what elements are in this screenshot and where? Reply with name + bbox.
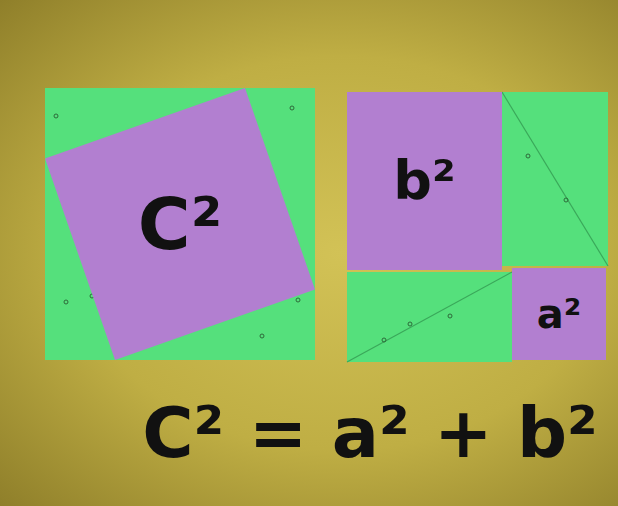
equation: C² = a² + b² [142,398,597,468]
square-area: b² [347,92,502,270]
square-area: a² [512,268,606,360]
area-label: C² [138,188,222,260]
area-label: a² [537,294,582,334]
triangle-diagonal [502,92,608,266]
green-triangles [502,92,608,266]
tilted-square [45,88,315,360]
green-triangles [347,272,512,362]
area-label: b² [393,154,455,208]
square-area: C² [45,88,315,360]
green-square [45,88,315,360]
triangle-diagonal [347,272,512,362]
